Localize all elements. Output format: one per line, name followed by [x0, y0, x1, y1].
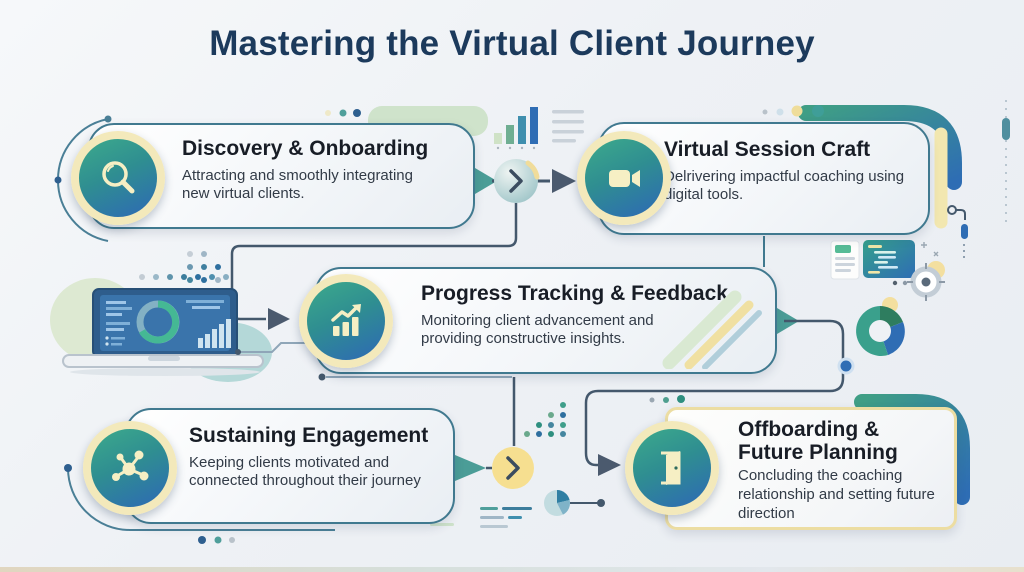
- discovery-card-tip: [475, 168, 497, 194]
- donut-chart: [856, 306, 905, 356]
- dots-below-sustaining: [198, 536, 235, 544]
- arrowhead-icon: [598, 454, 621, 476]
- card-description: Keeping clients motivated and connected …: [189, 453, 421, 490]
- chevron-right-icon: [506, 456, 520, 480]
- dots-above-offboarding: [649, 395, 685, 403]
- discovery-icon-arc: [54, 115, 112, 242]
- circuit-lines: [235, 342, 512, 381]
- chevron-circle-yellow: [492, 447, 534, 489]
- magnifier-icon: [71, 131, 165, 225]
- session-card-back-stroke: [798, 105, 962, 229]
- document-list-icon: [830, 240, 860, 280]
- dots-above-discovery: [325, 109, 361, 117]
- mini-bar-chart: [494, 107, 584, 150]
- target-icon: [882, 261, 945, 313]
- card-description: Monitoring client advancement and provid…: [421, 311, 654, 348]
- open-door-icon: [625, 421, 719, 515]
- chevron-circle: [494, 159, 540, 203]
- network-nodes-icon: [83, 421, 177, 515]
- card-description: Concluding the coaching relationship and…: [738, 467, 935, 522]
- arrowhead-icon: [552, 169, 576, 193]
- dots-above-session: [762, 105, 824, 117]
- sustaining-icon-arc: [64, 464, 335, 531]
- blue-dot: [837, 357, 855, 375]
- card-title: Sustaining Engagement: [189, 424, 429, 447]
- dashed-rail: [1002, 100, 1010, 225]
- card-title: Progress Tracking & Feedback: [421, 282, 728, 305]
- card-description: Delrivering impactful coaching using dig…: [664, 167, 905, 204]
- arrowhead-icon: [268, 308, 290, 330]
- dash-text-lines: [430, 507, 532, 528]
- flow-line-3: [584, 308, 845, 476]
- code-panel-icon: [863, 240, 939, 286]
- card-title: Discovery & Onboarding: [182, 137, 429, 160]
- flow-line-4: [455, 377, 516, 481]
- bottom-accent-strip: [0, 567, 1024, 572]
- chevron-right-icon: [509, 169, 523, 193]
- sustaining-card-tip: [455, 455, 486, 481]
- laptop-dashboard-illustration: [50, 274, 272, 382]
- page-title: Mastering the Virtual Client Journey: [209, 24, 815, 63]
- card-discovery-onboarding: Discovery & Onboarding Attracting and sm…: [88, 123, 475, 229]
- video-camera-icon: [577, 131, 671, 225]
- growth-chart-icon: [299, 274, 393, 368]
- dot-grid-middle: [524, 402, 566, 437]
- hook-connector: [947, 205, 968, 262]
- card-description: Attracting and smoothly integrating new …: [182, 166, 413, 203]
- card-sustaining-engagement: Sustaining Engagement Keeping clients mo…: [125, 408, 455, 524]
- card-title: Offboarding & Future Planning: [738, 418, 898, 464]
- card-title: Virtual Session Craft: [664, 138, 871, 161]
- pie-chart: [544, 490, 605, 516]
